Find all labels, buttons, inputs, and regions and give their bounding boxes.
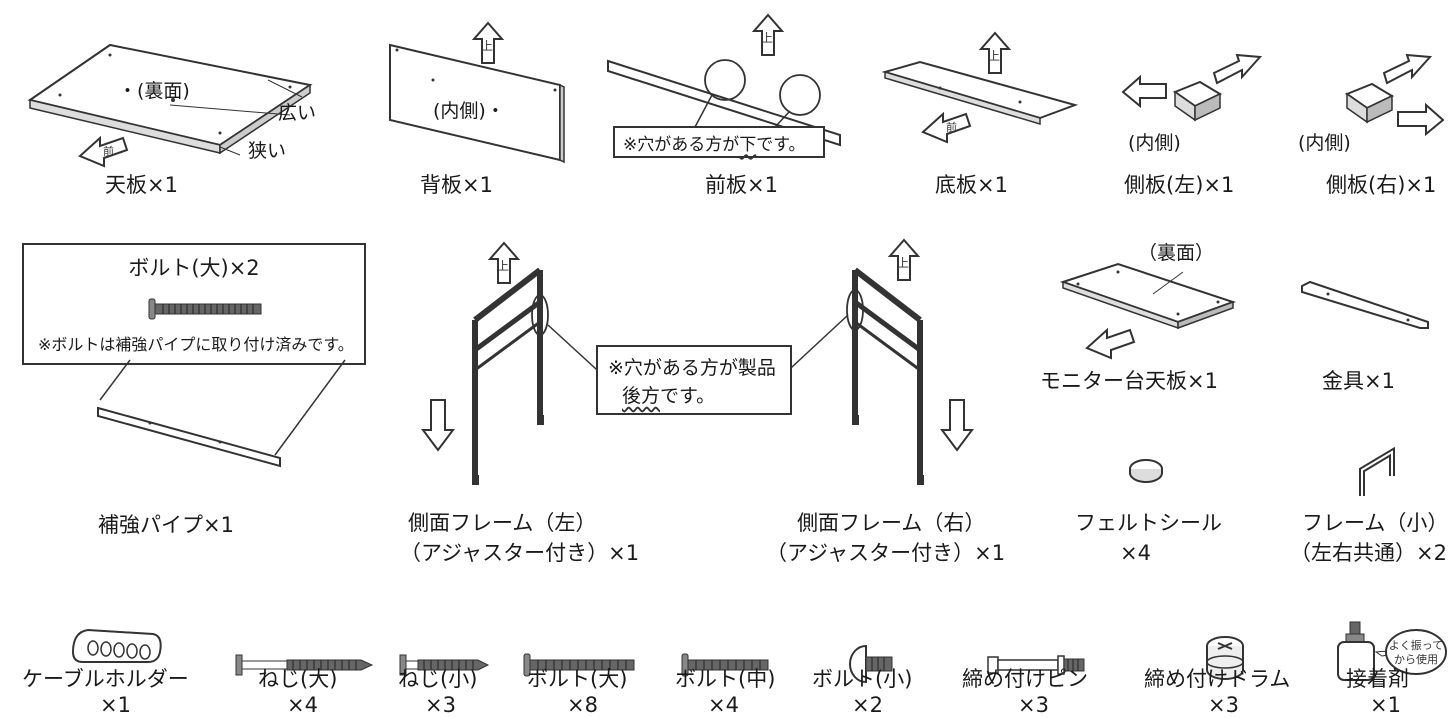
up-arrow-icon: 上 (980, 32, 1010, 74)
front-arrow-icon (1121, 74, 1167, 109)
frame-small-drawing (1359, 446, 1395, 496)
pipe-drawing (97, 359, 346, 468)
tightening-pin-icon (987, 655, 1085, 675)
tightening-pin-qty: ×3 (1018, 693, 1049, 717)
seiban-note: (内側)・ (433, 100, 505, 122)
maeita-note-post: です。 (756, 135, 806, 155)
up-arrow-icon (1382, 53, 1433, 85)
tightening-drum-qty: ×3 (1208, 693, 1239, 717)
bolt-callout-title: ボルト(大)×2 (128, 256, 260, 280)
front-arrow-icon: 前 (78, 135, 129, 168)
bolt-callout: ボルト(大)×2 ※ボルトは補強パイプに取り付け済みです。 (22, 243, 366, 365)
sokuban-r-note: (内側) (1298, 132, 1351, 154)
adhesive-qty: ×1 (1370, 693, 1401, 717)
adhesive-name: 接着剤 (1346, 667, 1409, 691)
tenban-wide: 広い (278, 102, 317, 124)
up-arrow-icon: 上 (753, 14, 783, 56)
frame-right-drawing (846, 267, 924, 485)
bolt-large-icon (148, 298, 262, 320)
maeita-label: 前板×1 (705, 173, 778, 197)
up-arrow-icon: 上 (889, 239, 919, 281)
up-arrow-icon: 上 (489, 242, 519, 284)
sokuban-l-note: (内側) (1128, 132, 1181, 154)
monitor-note: （裏面） (1138, 242, 1215, 264)
bottle-label-1: よく振って (1389, 638, 1443, 652)
tenban-drawing (27, 43, 313, 156)
frame-right-line1: 側面フレーム（右） (797, 511, 986, 535)
frame-note-box: ※穴がある方が製品 後方です。 (596, 345, 792, 415)
bolt-small-icon (848, 644, 893, 684)
tenban-narrow: 狭い (248, 140, 287, 162)
screw-small-name: ねじ(小) (398, 667, 478, 691)
teiban-label: 底板×1 (935, 173, 1008, 197)
bolt-small-name: ボルト(小) (812, 667, 913, 691)
tenban-note: ・(裏面) (118, 80, 190, 102)
monitor-drawing (1059, 262, 1237, 330)
up-arrow-icon: 上 (473, 22, 503, 64)
cable-holder-icon (71, 628, 162, 663)
up-arrow-glyph: 上 (497, 259, 509, 273)
felt-line2: ×4 (1120, 541, 1151, 565)
bolt-large-name: ボルト(大) (527, 667, 628, 691)
frame-left-line1: 側面フレーム（左） (408, 511, 597, 535)
front-arrow-icon (421, 399, 455, 452)
up-arrow-glyph: 上 (481, 39, 493, 53)
pipe-label: 補強パイプ×1 (98, 513, 234, 537)
teiban-drawing (881, 60, 1079, 126)
screw-large-icon (235, 654, 374, 676)
frame-left-drawing (472, 267, 549, 485)
monitor-label: モニター台天板×1 (1040, 369, 1218, 393)
bolt-large-icon (523, 653, 635, 677)
front-arrow-glyph: 前 (103, 144, 114, 158)
maeita-drawing (607, 59, 841, 147)
frame-left-line2: （アジャスター付き）×1 (400, 541, 640, 565)
front-arrow-icon (1085, 327, 1136, 360)
seiban-drawing (389, 43, 565, 164)
screw-large-qty: ×4 (287, 693, 318, 717)
frame-right-line2: （アジャスター付き）×1 (766, 541, 1006, 565)
up-arrow-glyph: 上 (761, 31, 773, 45)
cable-holder-name: ケーブルホルダー (22, 667, 189, 691)
bolt-small-qty: ×2 (852, 693, 883, 717)
bolt-callout-note: ※ボルトは補強パイプに取り付け済みです。 (38, 335, 354, 354)
bracket-drawing (1301, 280, 1429, 329)
front-arrow-icon (940, 399, 974, 452)
front-arrow-glyph: 前 (946, 120, 957, 134)
tightening-drum-icon (1206, 636, 1244, 680)
sokuban-l-drawing (1172, 80, 1223, 122)
front-arrow-icon (1397, 102, 1445, 137)
sokuban-r-label: 側板(右)×1 (1326, 173, 1437, 197)
adhesive-bottle-icon: よく振って から使用 (1337, 621, 1447, 681)
frame-note-em: 後方 (622, 385, 661, 407)
bottle-label-2: から使用 (1394, 653, 1438, 666)
up-arrow-glyph: 上 (988, 49, 1000, 63)
screw-small-icon (399, 654, 490, 676)
frame-small-line2: （左右共通）×2 (1290, 541, 1447, 565)
screw-large-name: ねじ(大) (258, 667, 338, 691)
felt-drawing (1129, 459, 1163, 483)
bolt-medium-qty: ×4 (708, 693, 739, 717)
tightening-drum-name: 締め付けドラム (1144, 667, 1291, 691)
maeita-note-pre: ※穴がある方が (623, 135, 740, 155)
frame-small-line1: フレーム（小） (1302, 511, 1449, 535)
maeita-callout: ※穴がある方が下です。 (613, 126, 825, 158)
bolt-medium-icon (681, 653, 769, 677)
felt-line1: フェルトシール (1075, 511, 1222, 535)
maeita-note-em: 下 (739, 135, 757, 155)
tightening-pin-name: 締め付けピン (962, 667, 1088, 691)
frame-note-line1: ※穴がある方が製品 (608, 357, 776, 379)
cable-holder-qty: ×1 (100, 693, 131, 717)
up-arrow-glyph: 上 (897, 256, 909, 270)
bolt-medium-name: ボルト(中) (675, 667, 776, 691)
up-arrow-icon (1212, 53, 1263, 85)
front-arrow-icon: 前 (921, 111, 972, 144)
tenban-label: 天板×1 (105, 173, 178, 197)
frame-note-post: です。 (660, 385, 716, 407)
screw-small-qty: ×3 (425, 693, 456, 717)
sokuban-r-drawing (1344, 82, 1395, 124)
seiban-label: 背板×1 (420, 173, 493, 197)
sokuban-l-label: 側板(左)×1 (1124, 173, 1235, 197)
bracket-label: 金具×1 (1322, 369, 1395, 393)
bolt-large-qty: ×8 (567, 693, 598, 717)
